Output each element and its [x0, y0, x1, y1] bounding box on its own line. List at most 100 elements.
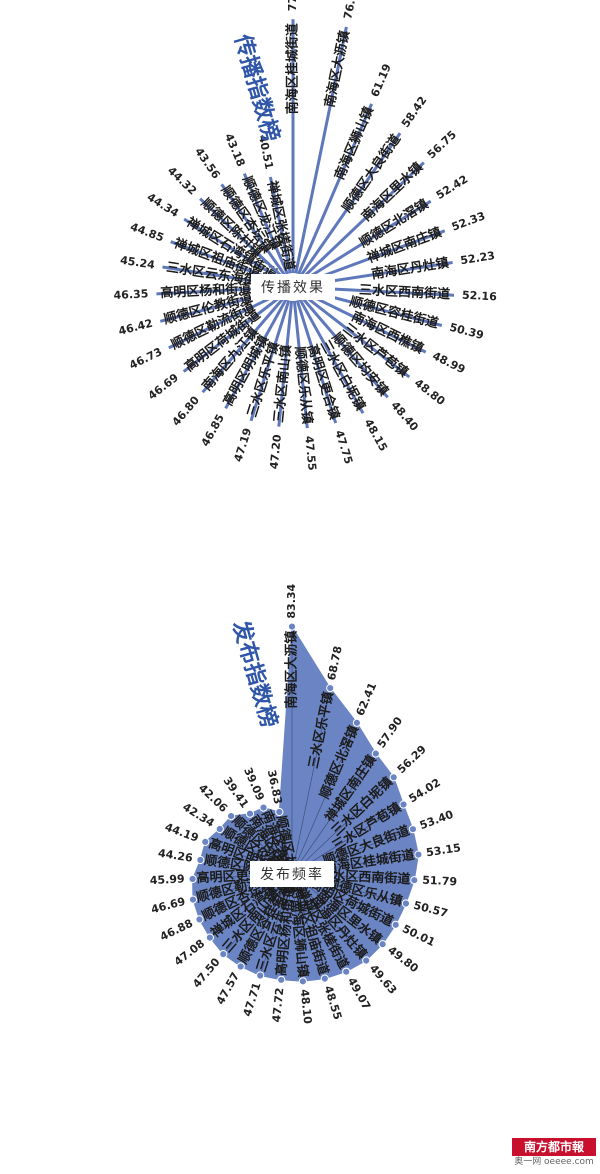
data-point: [414, 850, 423, 859]
spoke: [219, 828, 281, 867]
value-label: 46.85: [199, 412, 227, 449]
data-point: [326, 684, 335, 693]
bar: [224, 298, 288, 410]
data-point: [236, 962, 245, 971]
value-label: 58.42: [399, 94, 430, 130]
center-label: 发布频率: [260, 866, 324, 883]
value-label: 57.90: [375, 714, 406, 750]
category-label: 三水区西南街道: [359, 282, 451, 303]
spoke: [259, 887, 289, 976]
data-point: [215, 824, 224, 834]
data-point: [275, 807, 284, 817]
center-box: [251, 274, 335, 300]
value-label: 44.32: [165, 164, 199, 197]
data-point: [378, 940, 387, 949]
logo-main-text: 南方都市報: [512, 1138, 596, 1156]
data-point: [245, 809, 255, 818]
data-point: [401, 899, 410, 908]
chart-title: 发布指数榜: [227, 617, 283, 731]
value-label: 47.75: [332, 429, 355, 466]
center-box: [250, 861, 334, 887]
value-label: 47.55: [302, 435, 318, 471]
spoke: [303, 804, 404, 867]
data-point: [195, 915, 204, 924]
data-point: [342, 967, 351, 976]
value-label: 62.41: [354, 681, 380, 718]
data-point: [277, 975, 286, 984]
data-point: [410, 876, 419, 885]
value-label: 47.72: [270, 987, 286, 1023]
data-point: [256, 971, 265, 980]
value-label: 44.34: [145, 191, 182, 221]
data-point: [188, 895, 198, 904]
bar: [304, 199, 432, 281]
category-label: 三水区南山镇: [271, 344, 295, 423]
value-label: 48.80: [412, 376, 448, 408]
bar: [302, 161, 425, 279]
bar: [305, 229, 446, 284]
value-label: 54.02: [406, 776, 442, 805]
value-label: 53.15: [425, 841, 461, 859]
value-label: 46.69: [146, 371, 181, 403]
bar: [300, 296, 389, 399]
value-label: 48.15: [362, 417, 390, 454]
data-point: [298, 977, 307, 986]
spoke: [295, 887, 326, 979]
value-label: 43.56: [192, 145, 223, 181]
bar: [201, 296, 286, 394]
value-label: 48.10: [298, 989, 314, 1025]
spoke: [299, 753, 377, 863]
spoke: [278, 811, 290, 861]
category-label: 顺德区乐从镇: [292, 346, 316, 425]
value-label: 50.57: [412, 899, 449, 920]
bar: [242, 173, 289, 275]
bar: [182, 294, 283, 373]
value-label: 48.40: [388, 399, 421, 434]
data-point: [201, 837, 210, 846]
data-point: [391, 920, 400, 929]
data-point: [188, 874, 197, 884]
bar: [220, 183, 287, 277]
value-label: 47.20: [268, 434, 284, 470]
spoke: [304, 879, 396, 926]
bar: [298, 298, 365, 414]
bar: [295, 299, 338, 424]
value-label: 50.01: [400, 922, 437, 949]
chart-title: 传播指数榜: [229, 31, 285, 145]
bar: [299, 132, 402, 277]
value-label: 68.78: [325, 645, 345, 682]
data-point: [389, 773, 398, 782]
value-label: 47.19: [232, 426, 255, 463]
data-point: [227, 812, 236, 821]
spoke: [302, 882, 383, 945]
bar: [303, 294, 411, 379]
bar: [297, 103, 373, 275]
value-label: 52.33: [450, 209, 487, 233]
data-point: [287, 622, 297, 631]
value-label: 76.93: [341, 0, 361, 20]
spoke: [298, 886, 347, 972]
value-label: 45.99: [149, 872, 184, 887]
value-label: 77.47: [286, 0, 299, 11]
spoke: [230, 815, 283, 865]
value-label: 46.42: [117, 317, 154, 338]
category-label: 南海区大沥镇: [284, 631, 300, 709]
spoke: [209, 882, 282, 938]
bar: [249, 299, 291, 422]
spoke: [294, 688, 331, 861]
value-label: 47.57: [214, 970, 242, 1007]
value-label: 49.07: [345, 975, 373, 1012]
value-label: 45.24: [119, 254, 156, 272]
category-label: 南海区大沥镇: [322, 29, 353, 109]
data-point: [371, 749, 380, 758]
value-label: 56.29: [395, 743, 429, 776]
data-point: [352, 718, 361, 727]
value-label: 44.26: [157, 847, 194, 865]
value-label: 46.69: [150, 895, 187, 916]
value-label: 52.42: [434, 173, 470, 202]
spoke: [301, 777, 394, 865]
data-point: [205, 933, 214, 942]
logo-sub-text: 奥一网 oeeee.com: [514, 1157, 594, 1167]
value-label: 50.39: [448, 321, 485, 342]
value-label: 47.71: [241, 981, 264, 1018]
